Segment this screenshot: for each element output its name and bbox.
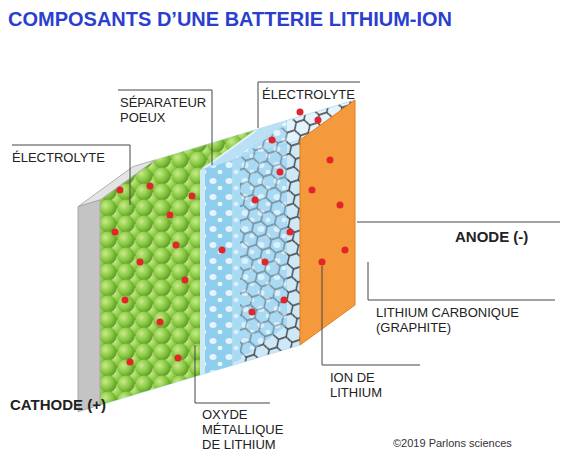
lithium-ions	[112, 109, 349, 366]
part-label: SÉPARATEUR POEUX	[120, 95, 215, 125]
title: COMPOSANTS D’UNE BATTERIE LITHIUM-ION	[8, 8, 452, 31]
electrode-label: ANODE (-)	[455, 228, 555, 245]
part-label: ION DE LITHIUM	[330, 370, 405, 400]
cathode-plate-front	[78, 200, 100, 412]
separator-side	[232, 120, 287, 365]
cathode-plate-top	[78, 160, 155, 207]
anode-plate	[300, 100, 355, 345]
leader-lines	[12, 82, 560, 403]
electrode-label: CATHODE (+)	[10, 396, 130, 413]
part-label: OXYDE MÉTALLIQUE DE LITHIUM	[202, 407, 297, 452]
separator-front	[205, 160, 232, 373]
copyright-note: ©2019 Parlons sciences	[393, 437, 558, 450]
part-label: ÉLECTROLYTE	[12, 150, 122, 165]
lithium-metal-oxide	[100, 130, 255, 405]
part-label: ÉLECTROLYTE	[262, 87, 372, 102]
part-label: LITHIUM CARBONIQUE (GRAPHITE)	[376, 305, 551, 335]
